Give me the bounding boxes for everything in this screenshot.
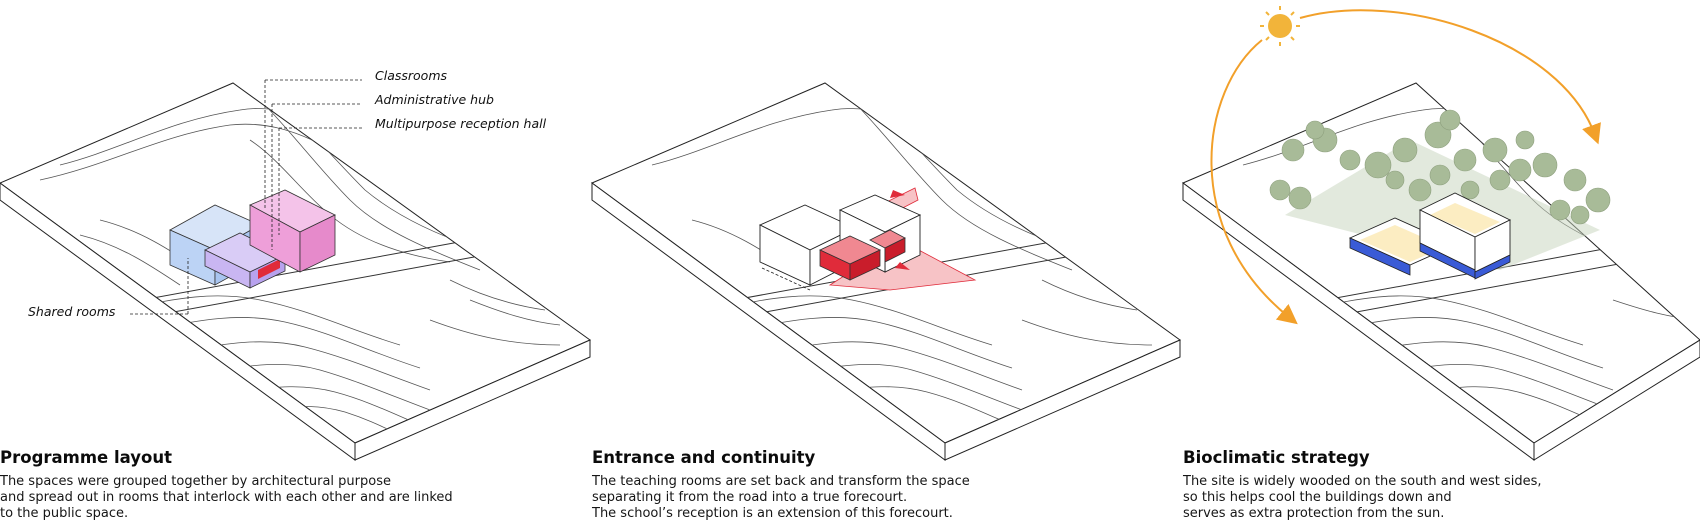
trees	[1269, 109, 1611, 225]
panel-programme-layout: Classrooms Administrative hub Multipurpo…	[0, 68, 592, 461]
building-administrative-hub	[204, 232, 286, 289]
setback-line	[761, 267, 811, 291]
caption-line: and spread out in rooms that interlock w…	[0, 490, 453, 505]
building-bioclimatic	[1348, 192, 1512, 280]
panel-bioclimatic-strategy	[1182, 6, 1700, 461]
caption-line: so this helps cool the buildings down an…	[1183, 490, 1452, 505]
caption-bioclimatic-strategy: Bioclimatic strategy The site is widely …	[1183, 448, 1683, 522]
leader-lines	[130, 79, 362, 315]
caption-title: Entrance and continuity	[592, 448, 816, 467]
sun-path-arrow-icon	[1299, 9, 1601, 145]
label-multipurpose-reception-hall: Multipurpose reception hall	[375, 116, 547, 131]
caption-line: serves as extra protection from the sun.	[1183, 506, 1445, 521]
caption-line: The teaching rooms are set back and tran…	[592, 474, 970, 489]
caption-line: separating it from the road into a true …	[592, 490, 908, 505]
caption-title: Programme layout	[0, 448, 172, 467]
label-shared-rooms: Shared rooms	[28, 304, 116, 319]
caption-line: The school’s reception is an extension o…	[592, 506, 953, 521]
panel-entrance-continuity	[591, 82, 1182, 461]
terrain-slab	[1182, 82, 1700, 461]
building-reception	[819, 229, 906, 281]
caption-entrance-continuity: Entrance and continuity The teaching roo…	[592, 448, 1092, 522]
caption-line: The site is widely wooded on the south a…	[1183, 474, 1542, 489]
building-classrooms	[249, 189, 336, 273]
terrain-slab	[0, 82, 592, 461]
label-administrative-hub: Administrative hub	[374, 92, 494, 107]
sun-icon	[1260, 6, 1300, 46]
label-classrooms: Classrooms	[375, 68, 447, 83]
sun-path-arrow-icon-west	[1210, 39, 1298, 325]
caption-title: Bioclimatic strategy	[1183, 448, 1370, 467]
arrow-icon	[890, 190, 910, 270]
caption-programme-layout: Programme layout The spaces were grouped…	[0, 448, 500, 522]
caption-line: The spaces were grouped together by arch…	[0, 474, 391, 489]
caption-line: to the public space.	[0, 506, 129, 521]
